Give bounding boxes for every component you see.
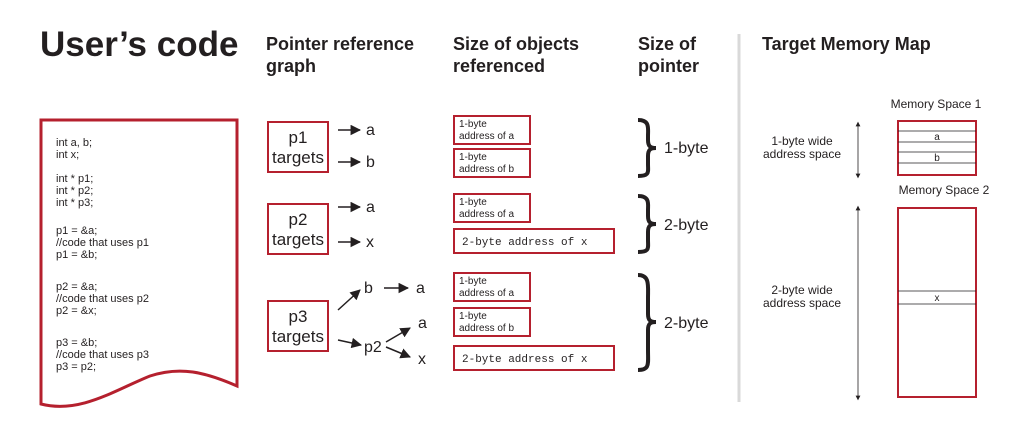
brace-2 (637, 194, 657, 254)
code-line: int * p2; (56, 185, 93, 197)
code-line: int * p1; (56, 173, 93, 185)
code-line: p1 = &b; (56, 249, 97, 261)
object-box-2byte-x-3 (453, 345, 615, 371)
p2-via-target-x: x (418, 351, 426, 368)
p2-target-x: x (366, 234, 374, 251)
memory-space-1 (897, 120, 977, 176)
memory-space-1-title: Memory Space 1 (891, 97, 982, 111)
object-box-1byte-a-2 (453, 193, 531, 223)
space1-label-line2: address space (763, 147, 841, 161)
p1-label: p1 (289, 128, 308, 147)
object-box-desc: 2-byte address of x (462, 354, 588, 366)
size-pointer-header-line2: pointer (638, 56, 699, 76)
pointer-size-1: 1-byte (664, 140, 709, 157)
p1-target-b: b (366, 154, 375, 171)
memory-space-2 (897, 207, 977, 398)
p1-node (267, 121, 329, 173)
code-line: int * p3; (56, 197, 93, 209)
size-pointer-header-line1: Size of (638, 34, 697, 54)
object-box-desc: address of b (459, 164, 514, 175)
brace-1 (637, 118, 657, 178)
object-box-1byte-b-3 (453, 307, 531, 337)
p3-targets-label: targets (272, 327, 324, 346)
code-line: p3 = &b; (56, 337, 97, 349)
p3-node (267, 300, 329, 352)
space2-cell-x: x (935, 293, 940, 304)
memory-space-2-title: Memory Space 2 (899, 183, 990, 197)
code-line: p2 = &x; (56, 305, 97, 317)
pointer-graph-header-line2: graph (266, 56, 316, 76)
space2-label-line1: 2-byte wide (771, 283, 833, 297)
b-target-a: a (416, 280, 425, 297)
pointer-size-3: 2-byte (664, 315, 709, 332)
p2-target-a: a (366, 199, 375, 216)
size-objects-header-line1: Size of objects (453, 34, 579, 54)
space1-label-line1: 1-byte wide (771, 134, 833, 148)
code-line: int a, b; (56, 137, 92, 149)
p1-targets-label: targets (272, 148, 324, 167)
object-box-desc: address of a (459, 288, 514, 299)
object-box-size: 1-byte (459, 197, 487, 208)
p2-via-target-a: a (418, 315, 427, 332)
code-line: p2 = &a; (56, 281, 97, 293)
code-listing: int a, b; int x; int * p1; int * p2; int… (56, 137, 149, 373)
object-box-size: 1-byte (459, 152, 487, 163)
users-code-title: User’s code (40, 25, 238, 64)
object-box-1byte-b (453, 148, 531, 178)
code-line: p1 = &a; (56, 225, 97, 237)
pointer-size-2: 2-byte (664, 217, 709, 234)
space1-cell-a: a (934, 132, 940, 143)
code-line: //code that uses p3 (56, 349, 149, 361)
memory-map-header: Target Memory Map (762, 34, 931, 54)
object-box-desc: address of a (459, 131, 514, 142)
object-box-desc: 2-byte address of x (462, 237, 588, 249)
code-line: int x; (56, 149, 79, 161)
code-line: //code that uses p2 (56, 293, 149, 305)
p3-arrow-b (337, 289, 361, 311)
p3-label: p3 (289, 307, 308, 326)
pointer-graph-header-line1: Pointer reference (266, 34, 414, 54)
p3-target-p2: p2 (364, 339, 382, 356)
object-box-size: 1-byte (459, 276, 487, 287)
object-box-1byte-a-3 (453, 272, 531, 302)
p2-label: p2 (289, 210, 308, 229)
p2-via-arrow-a (385, 327, 411, 343)
p3-target-b: b (364, 280, 373, 297)
object-box-desc: address of a (459, 209, 514, 220)
object-box-size: 1-byte (459, 119, 487, 130)
p1-target-a: a (366, 122, 375, 139)
size-objects-header-line2: referenced (453, 56, 545, 76)
object-box-2byte-x (453, 228, 615, 254)
space2-label-line2: address space (763, 296, 841, 310)
p3-arrow-p2 (337, 337, 363, 349)
code-document (39, 118, 239, 408)
p2-node (267, 203, 329, 255)
brace-3 (637, 273, 657, 372)
object-box-size: 1-byte (459, 311, 487, 322)
object-box-1byte-a (453, 115, 531, 145)
code-line: p3 = p2; (56, 361, 96, 373)
p2-targets-label: targets (272, 230, 324, 249)
code-line: //code that uses p1 (56, 237, 149, 249)
p2-via-arrow-x (385, 346, 411, 359)
object-box-desc: address of b (459, 323, 514, 334)
space1-cell-b: b (934, 153, 940, 164)
